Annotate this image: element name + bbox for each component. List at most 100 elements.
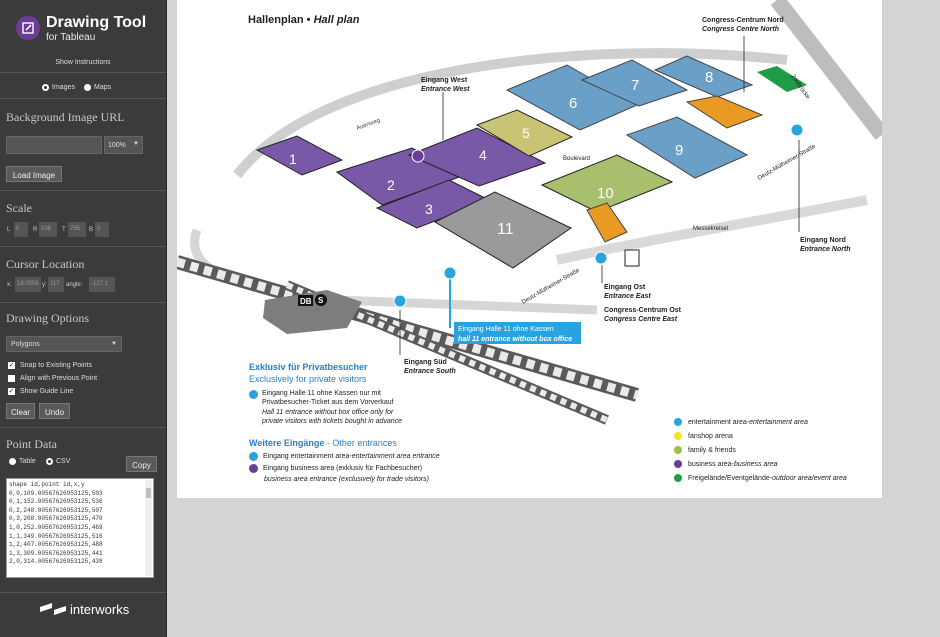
align-previous-checkbox[interactable]: Align with Previous Point (8, 375, 97, 382)
csv-scrollbar[interactable] (145, 480, 152, 576)
divider (0, 98, 166, 99)
map-title: Hallenplan • Hall plan (248, 14, 359, 26)
map-title-sep: • (303, 14, 314, 26)
radio-icon[interactable] (46, 458, 53, 465)
legend-entertainment: entertainment area - entertainment area (674, 418, 808, 426)
legend-entertainment-en: entertainment area (749, 418, 808, 426)
legend-entertainment-de: entertainment area (688, 418, 747, 426)
hall-7[interactable] (580, 59, 689, 107)
chevron-down-icon: ▼ (111, 341, 117, 347)
zoom-value: 100% (108, 142, 126, 149)
shape-type-select[interactable]: Polygons ▼ (6, 336, 122, 352)
checkbox-checked-icon[interactable]: ✓ (8, 388, 15, 395)
scale-title: Scale (6, 201, 32, 215)
hall-6-label: 6 (569, 95, 577, 112)
entertainment-entrance-sep: - (349, 453, 352, 460)
mode-maps-radio[interactable]: Maps (84, 84, 111, 91)
drawing-options-title: Drawing Options (6, 311, 89, 325)
entertainment-entrance-row: Eingang entertainment area - entertainme… (249, 452, 440, 461)
private-entrance-badge-icon (249, 390, 258, 399)
congress-north-building (685, 95, 764, 129)
snap-points-label: Snap to Existing Points (20, 362, 92, 369)
hall-10-label: 10 (597, 185, 614, 202)
guide-line-label: Show Guide Line (20, 388, 74, 395)
csv-line: 0,1,152.00567626953125,536 (9, 498, 103, 506)
hall-4[interactable] (407, 127, 547, 187)
map-title-en: Hall plan (313, 14, 360, 26)
legend-dot-icon (674, 460, 682, 468)
hall-10[interactable] (540, 154, 674, 213)
load-image-button[interactable]: Load Image (6, 166, 62, 182)
hall-5-label: 5 (522, 125, 530, 141)
scrollbar-thumb[interactable] (146, 488, 151, 498)
divider (0, 592, 166, 593)
hall-8[interactable] (653, 55, 754, 98)
zoom-select[interactable]: 100% ▼ (104, 136, 143, 154)
legend-outdoor: Freigelände/Eventgelände - outdoor area/… (674, 474, 847, 482)
hall-7-label: 7 (631, 77, 639, 94)
format-table-label: Table (19, 458, 36, 465)
undo-button[interactable]: Undo (39, 403, 70, 419)
interworks-mark-icon (40, 603, 66, 615)
background-url-input[interactable] (6, 136, 102, 154)
private-title-de: Exklusiv für Privatbesucher (249, 362, 368, 372)
scale-left-input[interactable]: 0 (14, 222, 28, 237)
parking-ticket-icon (624, 249, 640, 267)
other-entrances-sep: - (324, 438, 333, 448)
private-line-4: private visitors with tickets bought in … (262, 418, 403, 425)
hall11-box-de: Eingang Halle 11 ohne Kassen (458, 326, 554, 333)
clear-button[interactable]: Clear (6, 403, 35, 419)
checkbox-icon[interactable] (8, 375, 15, 382)
eingang-nord-de: Eingang Nord (800, 237, 846, 244)
divider (0, 427, 166, 428)
csv-textarea[interactable]: shape id,point id,x,y 0,0,109.0056762695… (6, 478, 154, 578)
hall-5[interactable] (475, 109, 574, 157)
snap-points-checkbox[interactable]: ✓ Snap to Existing Points (8, 362, 92, 369)
background-url-title: Background Image URL (6, 110, 125, 124)
hall-4-label: 4 (479, 147, 487, 163)
format-csv-label: CSV (56, 458, 71, 465)
mode-images-radio[interactable]: Images (42, 84, 75, 91)
sidebar: Drawing Tool for Tableau Show Instructio… (0, 0, 167, 637)
outdoor-area (757, 66, 807, 92)
brand: Drawing Tool for Tableau (16, 14, 156, 45)
business-entrance-en: business area entrance (exclusively for … (264, 476, 429, 483)
point-data-title: Point Data (6, 437, 57, 451)
copy-button[interactable]: Copy (126, 456, 157, 472)
format-csv-radio[interactable]: CSV (46, 458, 70, 465)
divider (0, 190, 166, 191)
radio-icon[interactable] (84, 84, 91, 91)
entertainment-entrance-de: Eingang entertainment area (263, 453, 350, 460)
drawing-canvas[interactable]: Hallenplan • Hall plan DB S 1 (177, 0, 882, 498)
scale-top-input[interactable]: 765 (68, 222, 86, 237)
show-instructions-link[interactable]: Show Instructions (55, 59, 111, 66)
csv-line: 1,1,349.00567626953125,516 (9, 532, 103, 540)
cursor-angle-label: angle: (66, 282, 83, 288)
guide-line-checkbox[interactable]: ✓ Show Guide Line (8, 388, 73, 395)
scale-bottom-input[interactable]: 0 (95, 222, 109, 237)
hall-9[interactable] (625, 116, 749, 179)
hall-11[interactable] (433, 191, 572, 269)
legend-business-de: business area (688, 460, 732, 468)
db-icon (298, 295, 313, 306)
checkbox-checked-icon[interactable]: ✓ (8, 362, 15, 369)
business-entrance-icon (411, 149, 425, 163)
hall-3-label: 3 (425, 201, 433, 217)
eingang-west-label: Eingang West Entrance West (421, 76, 470, 94)
street-auenweg: Auenweg (356, 118, 382, 132)
radio-icon[interactable] (42, 84, 49, 91)
csv-line: 1,3,309.00567626953125,441 (9, 549, 103, 557)
legend-sep: - (731, 460, 734, 468)
radio-icon[interactable] (9, 458, 16, 465)
congress-east-label: Congress-Centrum Ost Congress Centre Eas… (604, 306, 681, 324)
align-previous-label: Align with Previous Point (20, 375, 98, 382)
eingang-west-de: Eingang West (421, 77, 468, 84)
format-table-radio[interactable]: Table (9, 458, 36, 465)
scale-top-label: T (62, 227, 66, 233)
hall-1[interactable] (255, 135, 344, 176)
scale-right-input[interactable]: 108 (39, 222, 57, 237)
csv-line: 0,2,248.00567626953125,507 (9, 506, 103, 514)
map-title-de: Hallenplan (248, 14, 304, 26)
interworks-logo: interworks (40, 602, 130, 618)
zoobruecke-bridge (770, 0, 882, 140)
